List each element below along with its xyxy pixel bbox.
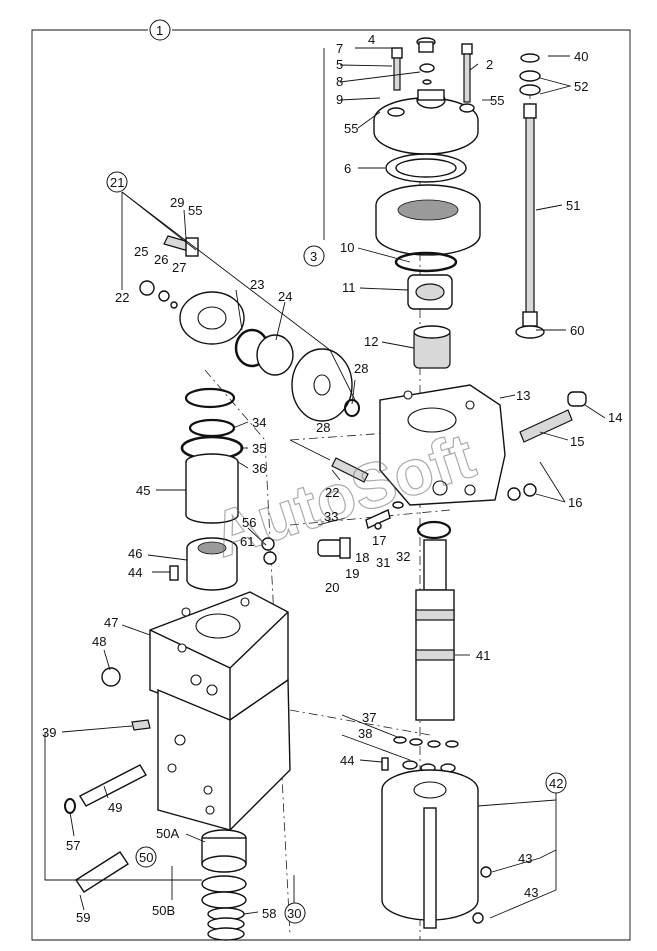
callout-57: 57: [66, 838, 80, 853]
callout-50b: 50B: [152, 903, 175, 918]
callout-27: 27: [172, 260, 186, 275]
callout-15: 15: [570, 434, 584, 449]
callout-56: 56: [242, 515, 256, 530]
callout-20: 20: [325, 580, 339, 595]
callout-61: 61: [240, 534, 254, 549]
callout-36: 36: [252, 461, 266, 476]
spool-stack: [201, 829, 247, 941]
callout-4: 4: [368, 32, 375, 47]
callout-labels: 1 2 3 4 5 6 7 8 9 10 11 12 13 14 15 16 1…: [42, 23, 622, 925]
callout-10: 10: [340, 240, 354, 255]
callout-29: 29: [170, 195, 184, 210]
callout-5: 5: [336, 57, 343, 72]
callout-12: 12: [364, 334, 378, 349]
callout-38: 38: [358, 726, 372, 741]
callout-46: 46: [128, 546, 142, 561]
callout-49: 49: [108, 800, 122, 815]
callout-55-side: 55: [188, 203, 202, 218]
callout-48: 48: [92, 634, 106, 649]
callout-43-lower: 43: [524, 885, 538, 900]
callout-30: 30: [287, 906, 301, 921]
circled-callout-markers: [106, 19, 567, 924]
callout-44-left: 44: [128, 565, 142, 580]
callout-13: 13: [516, 388, 530, 403]
callout-8: 8: [336, 74, 343, 89]
callout-35: 35: [252, 441, 266, 456]
callout-33: 33: [324, 509, 338, 524]
callout-47: 47: [104, 615, 118, 630]
tube-assembly: [515, 53, 545, 339]
callout-31: 31: [376, 555, 390, 570]
central-small-parts: [317, 457, 404, 559]
callout-55-right: 55: [490, 93, 504, 108]
shaft-and-lower-body: [381, 520, 492, 929]
callout-6: 6: [344, 161, 351, 176]
callout-40: 40: [574, 49, 588, 64]
callout-16: 16: [568, 495, 582, 510]
callout-18: 18: [355, 550, 369, 565]
callout-44-right: 44: [340, 753, 354, 768]
callout-32: 32: [396, 549, 410, 564]
callout-52: 52: [574, 79, 588, 94]
callout-22-left: 22: [115, 290, 129, 305]
callout-55-left: 55: [344, 121, 358, 136]
callout-28-center: 28: [316, 420, 330, 435]
leader-lines: [44, 22, 606, 919]
callout-58: 58: [262, 906, 276, 921]
callout-1: 1: [156, 23, 163, 38]
valve-body: [379, 384, 587, 506]
callout-50: 50: [139, 850, 153, 865]
callout-39: 39: [42, 725, 56, 740]
callout-11: 11: [342, 280, 356, 295]
side-cover-assembly: [139, 235, 360, 422]
top-cover-assembly: [373, 37, 481, 369]
callout-50a: 50A: [156, 826, 179, 841]
callout-42: 42: [549, 776, 563, 791]
housing-block: [64, 591, 291, 893]
callout-25: 25: [134, 244, 148, 259]
callout-17: 17: [372, 533, 386, 548]
callout-14: 14: [608, 410, 622, 425]
callout-21: 21: [110, 175, 124, 190]
callout-41: 41: [476, 648, 490, 663]
callout-37: 37: [362, 710, 376, 725]
callout-28-right: 28: [354, 361, 368, 376]
callout-23: 23: [250, 277, 264, 292]
callout-45: 45: [136, 483, 150, 498]
callout-7: 7: [336, 41, 343, 56]
callout-2: 2: [486, 57, 493, 72]
callout-22-center: 22: [325, 485, 339, 500]
callout-26: 26: [154, 252, 168, 267]
callout-3: 3: [310, 249, 317, 264]
callout-59: 59: [76, 910, 90, 925]
callout-43-upper: 43: [518, 851, 532, 866]
callout-24: 24: [278, 289, 292, 304]
callout-34: 34: [252, 415, 266, 430]
sleeve-stack: [169, 387, 277, 591]
callout-19: 19: [345, 566, 359, 581]
callout-51: 51: [566, 198, 580, 213]
callout-60: 60: [570, 323, 584, 338]
callout-9: 9: [336, 92, 343, 107]
